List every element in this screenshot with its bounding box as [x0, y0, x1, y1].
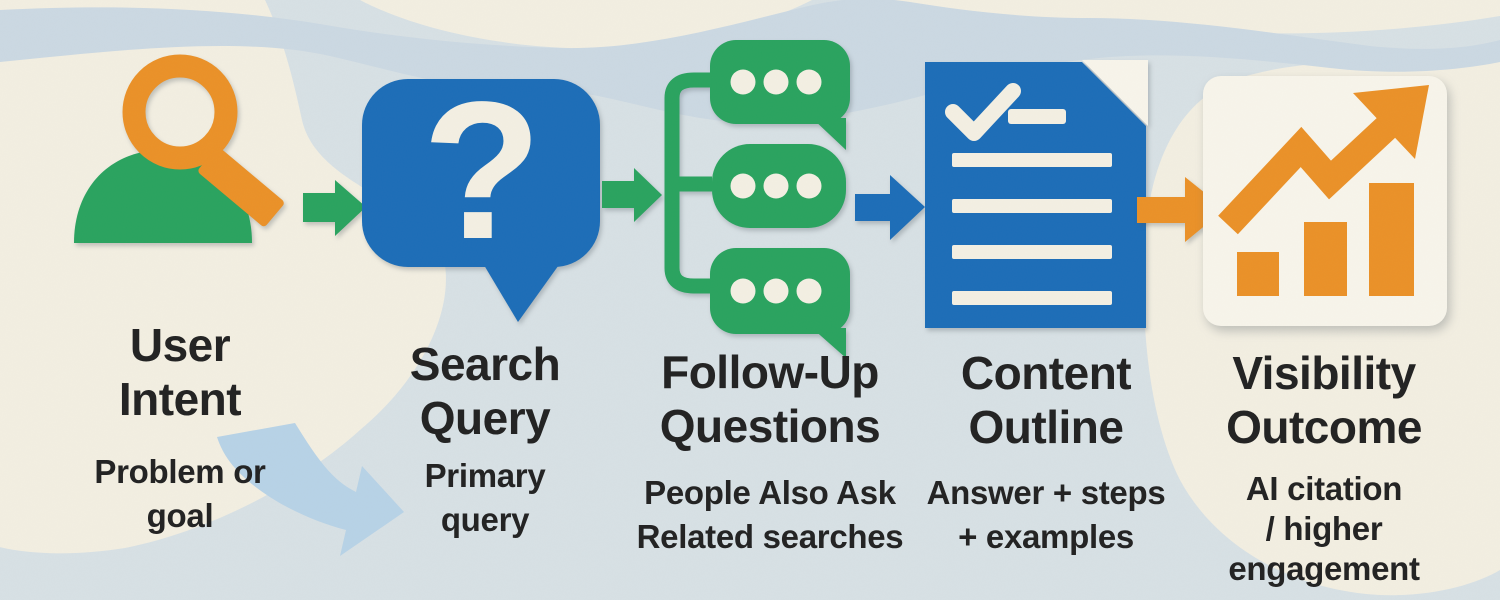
title-line: Outline [968, 401, 1124, 453]
subtitle-line: Primary [424, 457, 546, 494]
step-title-user-intent: User Intent [5, 318, 355, 426]
title-line: Content [960, 347, 1132, 399]
title-line: User [129, 319, 231, 371]
step-title-follow-up-questions: Follow-Up Questions [592, 345, 948, 453]
title-line: Query [419, 392, 551, 444]
step-title-search-query: Search Query [310, 337, 660, 445]
subtitle-line: / higher [1265, 510, 1383, 547]
step-subtitle-user-intent: Problem or goal [5, 450, 355, 538]
step-subtitle-visibility-outcome: AI citation / higher engagement [1146, 469, 1500, 589]
subtitle-line: Problem or [94, 453, 266, 490]
title-line: Outcome [1226, 401, 1422, 453]
step-subtitle-follow-up-questions: People Also Ask Related searches [580, 471, 960, 559]
title-line: Intent [118, 373, 242, 425]
subtitle-line: AI citation [1245, 470, 1403, 507]
step-title-content-outline: Content Outline [868, 346, 1224, 454]
subtitle-line: People Also Ask [644, 474, 896, 511]
title-line: Follow-Up [661, 346, 879, 398]
title-line: Search [409, 338, 561, 390]
subtitle-line: Answer + steps [926, 474, 1166, 511]
subtitle-line: Related searches [636, 518, 904, 555]
subtitle-line: query [440, 501, 530, 538]
title-line: Visibility [1232, 347, 1416, 399]
subtitle-line: engagement [1228, 550, 1420, 587]
subtitle-line: goal [146, 497, 214, 534]
step-subtitle-search-query: Primary query [310, 454, 660, 542]
step-title-visibility-outcome: Visibility Outcome [1146, 346, 1500, 454]
subtitle-line: + examples [958, 518, 1134, 555]
step-subtitle-content-outline: Answer + steps + examples [868, 471, 1224, 559]
title-line: Questions [659, 400, 881, 452]
